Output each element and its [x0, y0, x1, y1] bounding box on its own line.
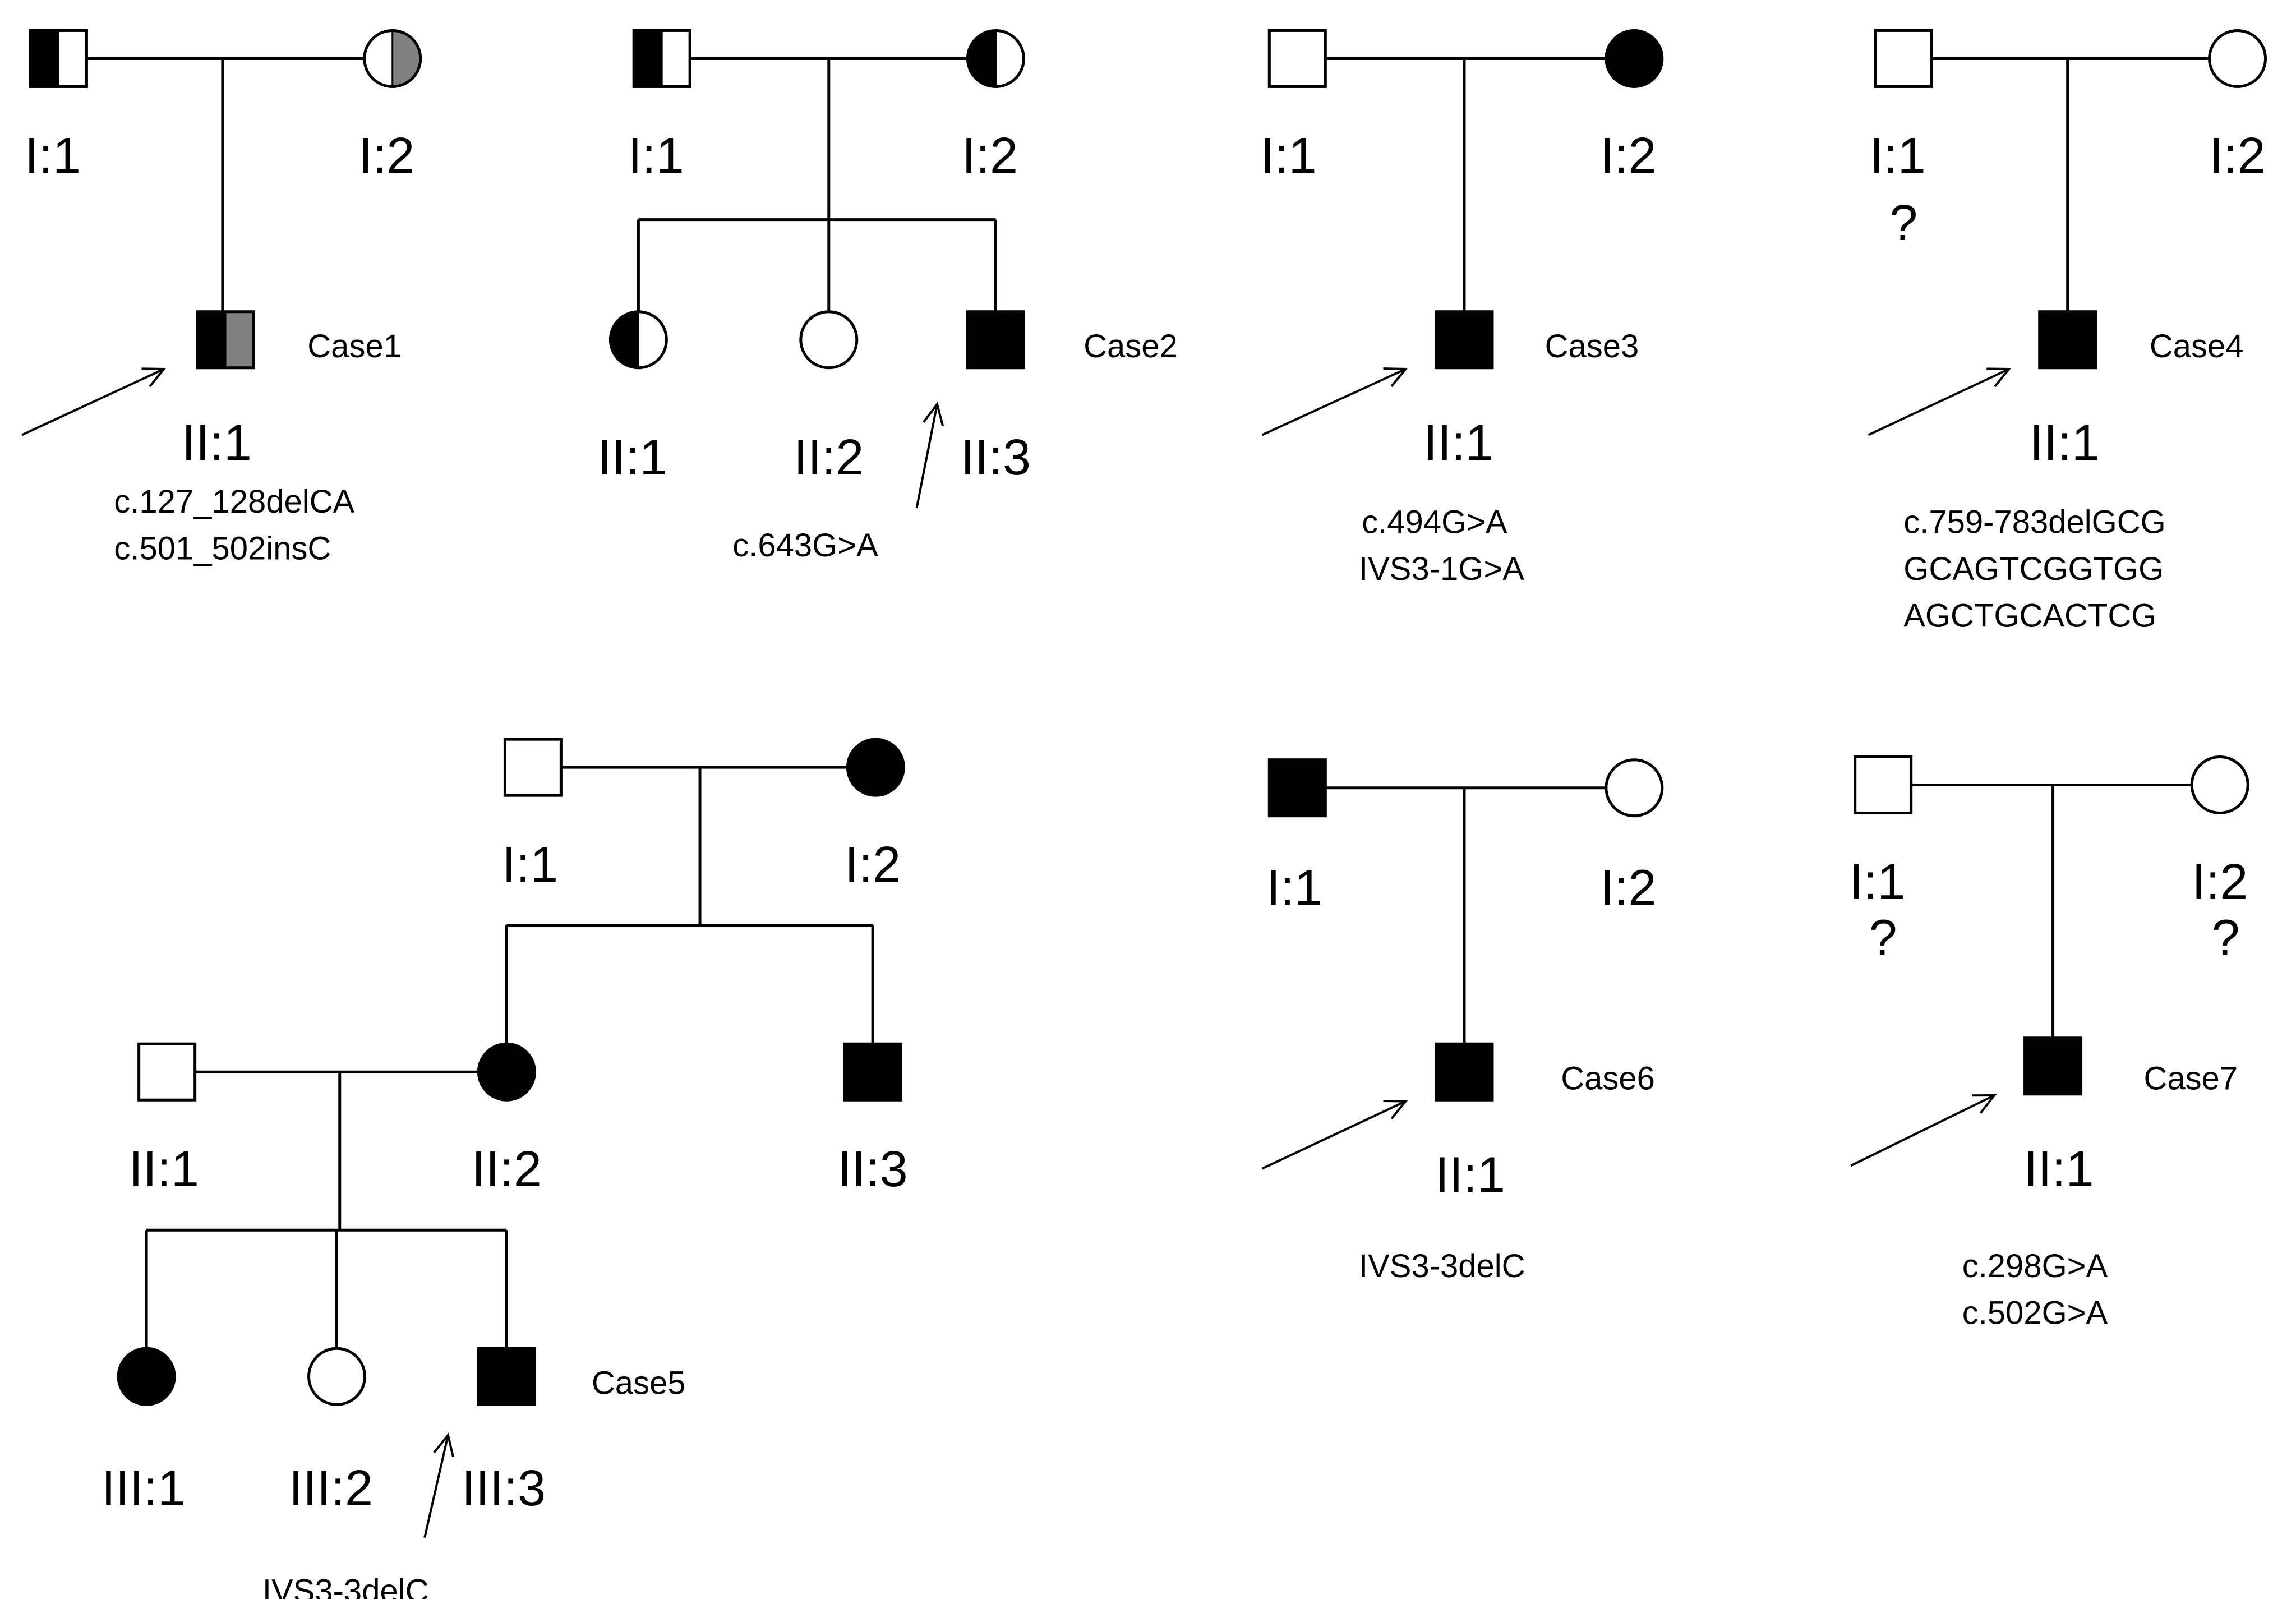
female-symbol-II-2 — [799, 310, 859, 370]
member-label: I:2 — [1600, 128, 1656, 184]
male-symbol-I-1 — [1854, 755, 1913, 814]
female-symbol-I-2 — [1605, 758, 1664, 818]
mutation-text: AGCTGCACTCG — [1903, 597, 2156, 634]
female-symbol-I-2 — [1605, 29, 1664, 88]
female-symbol-II-2 — [477, 1042, 536, 1102]
male-symbol-II-1 — [2023, 1036, 2083, 1096]
mutation-text: IVS3-3delC — [1359, 1248, 1525, 1284]
member-label: I:1 — [25, 128, 81, 184]
male-symbol-II-3 — [966, 310, 1025, 370]
member-label: II:3 — [838, 1141, 908, 1197]
case-label: Case5 — [592, 1365, 686, 1402]
proband-arrow — [423, 1432, 454, 1538]
female-symbol-III-2 — [307, 1347, 367, 1406]
member-label: I:1 — [628, 128, 684, 184]
male-symbol-I-1 — [632, 29, 691, 88]
mutation-text: c.298G>A — [1962, 1248, 2108, 1284]
member-label: II:1 — [182, 415, 252, 471]
member-label: I:2 — [845, 837, 901, 893]
member-label: I:1 — [1870, 128, 1926, 184]
case-label: Case2 — [1084, 328, 1178, 365]
member-label: II:1 — [1423, 415, 1493, 471]
female-symbol-I-2 — [2190, 755, 2249, 814]
female-symbol-II-1 — [608, 310, 668, 370]
mutation-text: c.127_128delCA — [114, 483, 354, 520]
female-symbol-III-1 — [117, 1347, 176, 1406]
proband-arrow — [1261, 1100, 1408, 1170]
proband-arrow — [1850, 1094, 1997, 1167]
male-symbol-II-3 — [843, 1042, 902, 1102]
member-label: II:1 — [1435, 1147, 1505, 1203]
unknown-status-mark: ? — [1889, 195, 1917, 251]
member-label: I:1 — [1261, 128, 1317, 184]
member-label: II:1 — [129, 1141, 199, 1197]
female-symbol-I-2 — [966, 29, 1025, 88]
case-label: Case3 — [1545, 328, 1639, 365]
member-label: I:1 — [502, 837, 558, 893]
mutation-text: c.759-783delGCG — [1903, 504, 2165, 540]
proband-arrow — [915, 402, 944, 509]
male-symbol-II-1 — [2038, 310, 2097, 370]
proband-arrow — [21, 367, 167, 436]
member-label: II:2 — [472, 1141, 542, 1197]
mutation-text: c.643G>A — [732, 527, 878, 564]
member-label: I:2 — [1600, 860, 1656, 916]
member-label: I:2 — [358, 128, 414, 184]
proband-arrow — [1261, 367, 1408, 436]
female-symbol-I-2 — [2208, 29, 2267, 88]
member-label: I:1 — [1266, 860, 1322, 916]
mutation-text: c.502G>A — [1962, 1294, 2108, 1331]
unknown-status-mark: ? — [2212, 910, 2240, 966]
member-label: II:3 — [961, 430, 1031, 486]
male-symbol-I-1 — [1267, 29, 1327, 88]
case-label: Case7 — [2143, 1061, 2238, 1097]
mutation-text: c.501_502insC — [114, 530, 331, 566]
male-symbol-II-1 — [137, 1042, 197, 1102]
proband-arrow — [1868, 367, 2012, 436]
male-symbol-I-1 — [1267, 758, 1327, 818]
member-label: II:1 — [2023, 1141, 2094, 1197]
mutation-text: IVS3-1G>A — [1359, 551, 1524, 587]
case-label: Case6 — [1561, 1061, 1655, 1097]
member-label: I:1 — [1849, 854, 1905, 910]
mutation-text: IVS3-3delC — [262, 1573, 429, 1599]
member-label: I:2 — [962, 128, 1018, 184]
member-label: I:2 — [2210, 128, 2266, 184]
member-label: II:1 — [597, 430, 667, 486]
mutation-text: GCAGTCGGTGG — [1903, 551, 2164, 587]
mutation-text: c.494G>A — [1362, 504, 1507, 540]
unknown-status-mark: ? — [1869, 910, 1897, 966]
female-symbol-I-2 — [846, 738, 905, 797]
member-label: II:2 — [794, 430, 864, 486]
member-label: II:1 — [2030, 415, 2100, 471]
male-symbol-I-1 — [503, 738, 563, 797]
male-symbol-II-1 — [196, 310, 255, 370]
member-label: I:2 — [2192, 854, 2248, 910]
female-symbol-I-2 — [363, 29, 422, 88]
case-label: Case1 — [307, 328, 402, 365]
male-symbol-II-1 — [1435, 310, 1494, 370]
case-label: Case4 — [2150, 328, 2244, 365]
member-label: III:3 — [462, 1460, 546, 1517]
member-label: III:1 — [102, 1460, 186, 1517]
male-symbol-I-1 — [29, 29, 88, 88]
male-symbol-I-1 — [1874, 29, 1933, 88]
male-symbol-III-3 — [477, 1347, 536, 1406]
member-label: III:2 — [289, 1460, 373, 1517]
male-symbol-II-1 — [1435, 1042, 1494, 1102]
